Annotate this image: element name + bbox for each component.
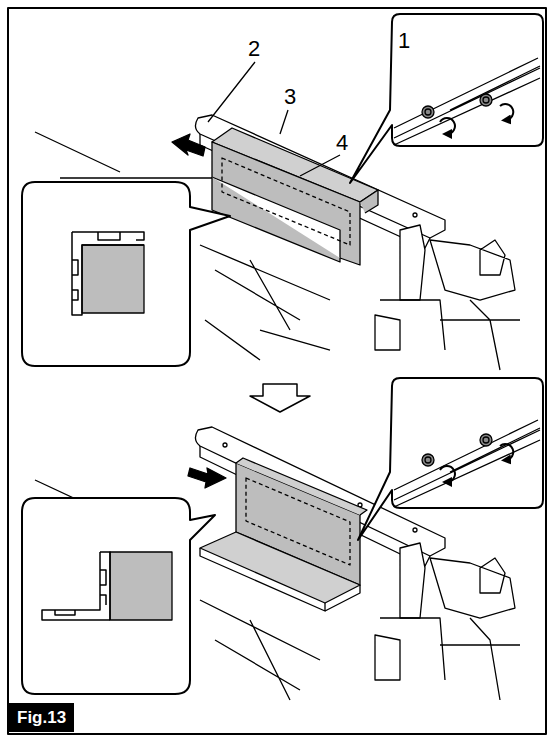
- callout-number: 2: [246, 38, 262, 60]
- callout-number: 1: [396, 30, 412, 52]
- callout-number: 4: [334, 132, 350, 154]
- figure-number: Fig.13: [9, 703, 74, 732]
- callout-number: 3: [282, 86, 298, 108]
